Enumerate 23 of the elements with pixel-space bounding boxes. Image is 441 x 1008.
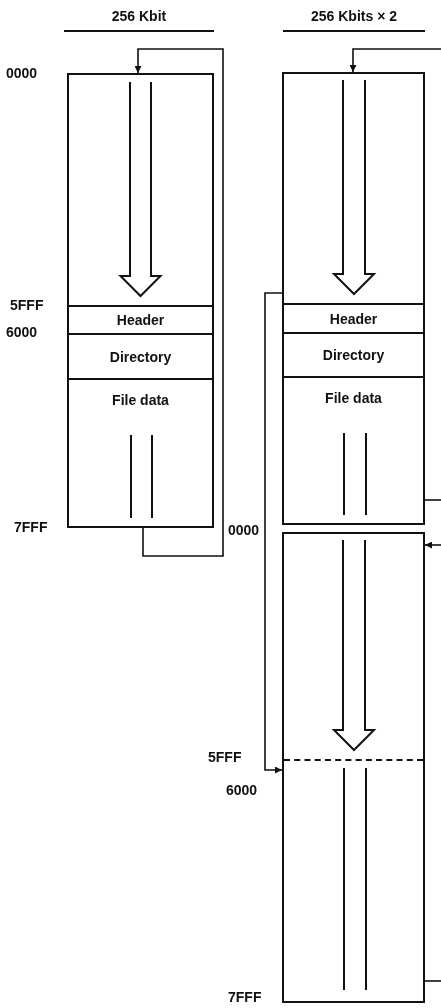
column-heading: 256 Kbits × 2 — [283, 8, 425, 32]
section-label: File data — [325, 390, 382, 406]
address-label: 7FFF — [14, 519, 48, 535]
memory-block — [282, 532, 425, 1003]
connector-arrow — [134, 48, 224, 557]
address-label: 0000 — [228, 522, 260, 538]
column-heading: 256 Kbit — [64, 8, 214, 32]
connector-arrow — [264, 292, 283, 774]
section-label: Directory — [322, 347, 385, 363]
section-label: Header — [329, 310, 378, 327]
section-label: Header — [116, 312, 165, 328]
address-label: 6000 — [226, 782, 258, 798]
connector-arrow — [424, 541, 441, 549]
address-label: 6000 — [6, 324, 38, 340]
address-label: 7FFF — [228, 989, 262, 1005]
connector-arrow — [349, 48, 441, 73]
section-label: File data — [112, 392, 169, 408]
section-label: Directory — [109, 348, 172, 365]
memory-block — [282, 72, 425, 525]
address-label: 0000 — [6, 65, 38, 81]
memory-block — [67, 73, 214, 528]
address-label: 5FFF — [10, 297, 44, 313]
address-label: 5FFF — [208, 749, 242, 765]
